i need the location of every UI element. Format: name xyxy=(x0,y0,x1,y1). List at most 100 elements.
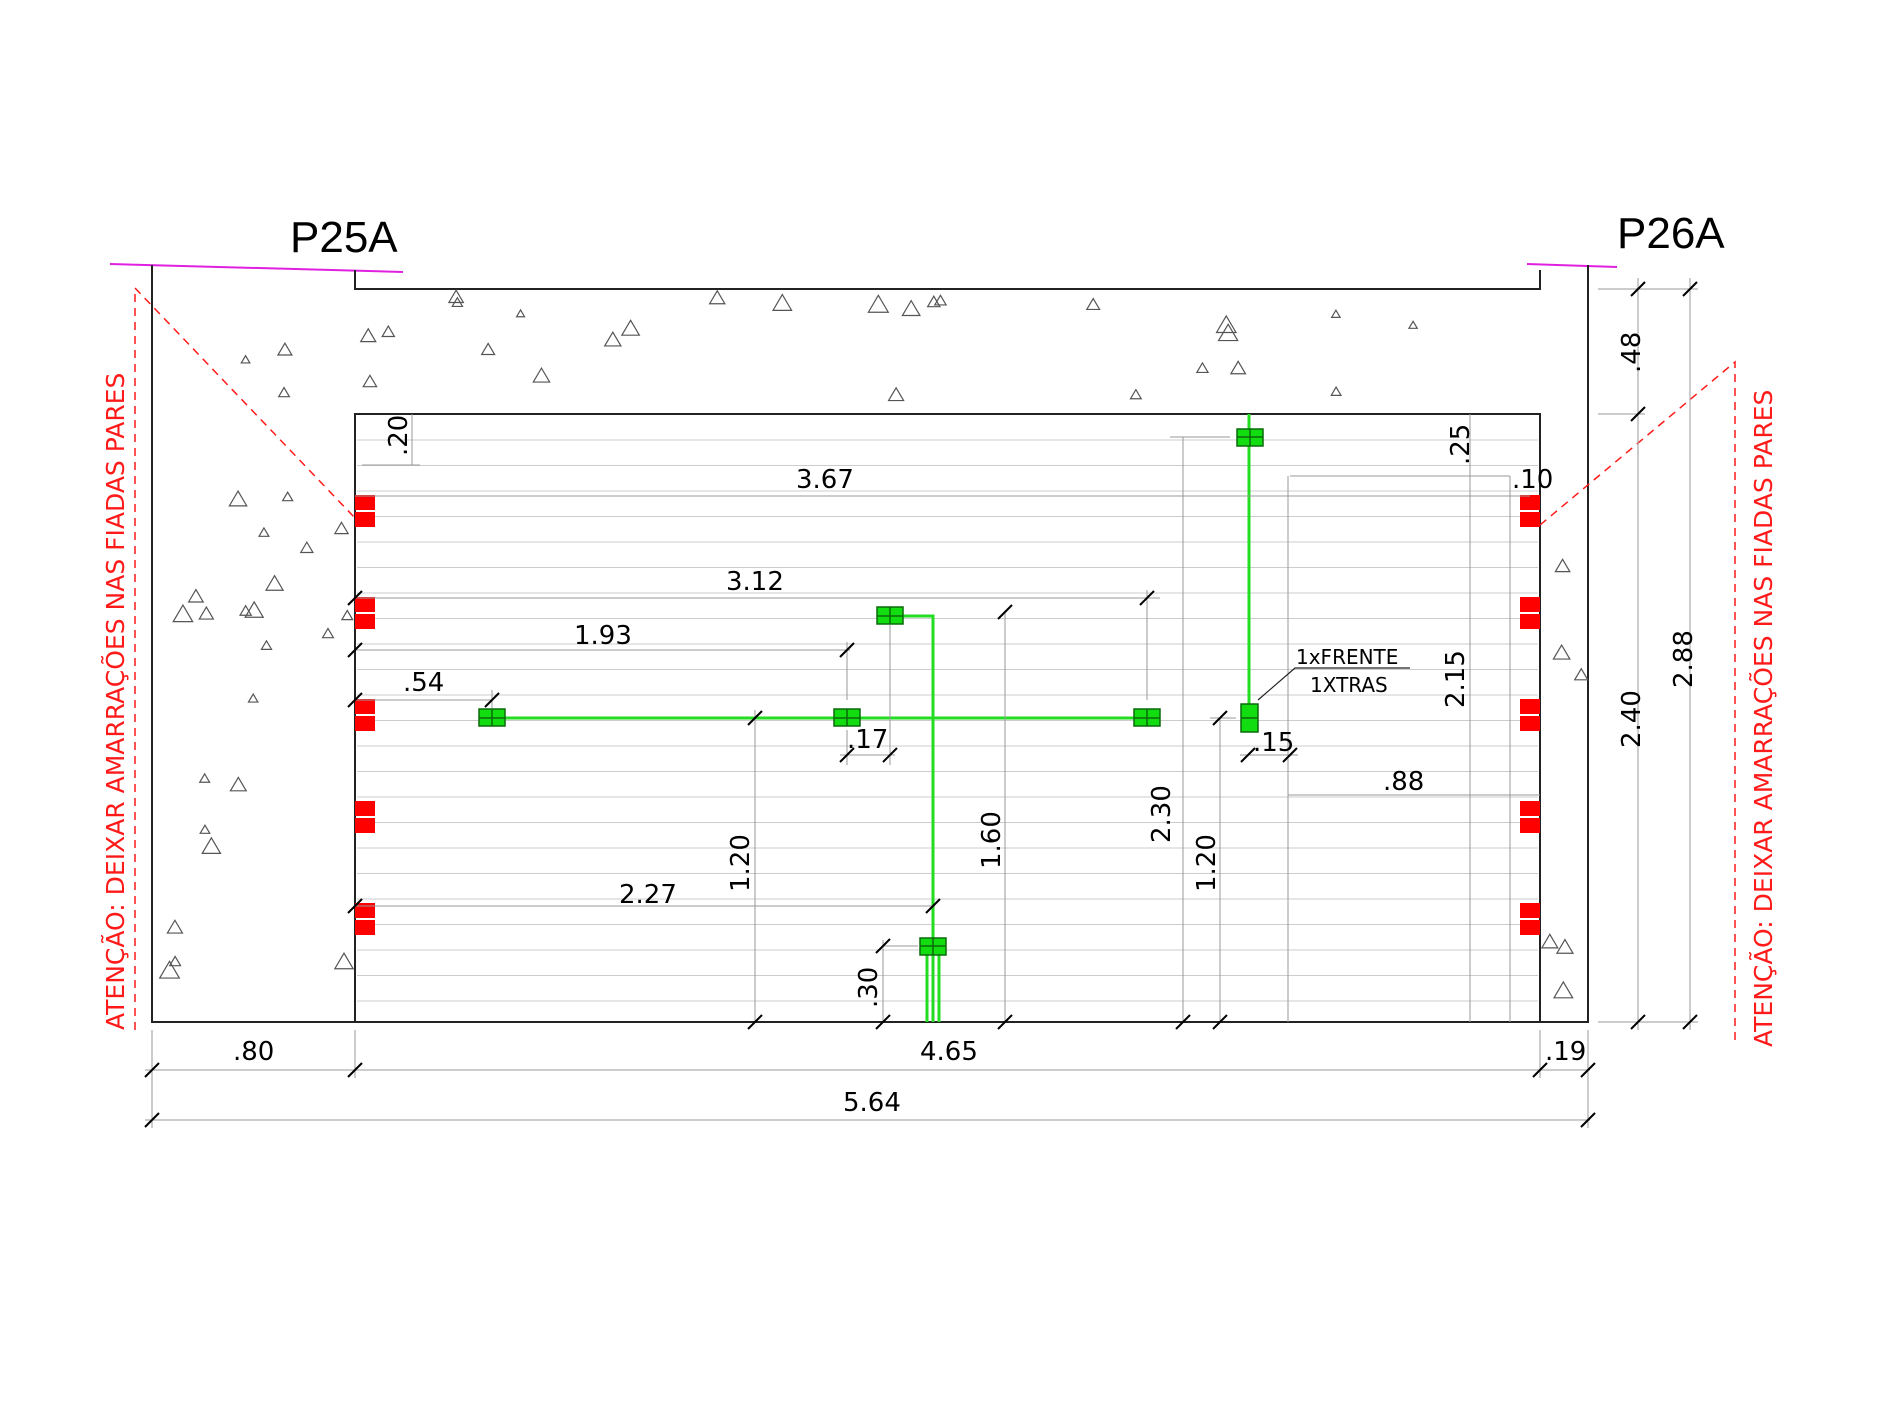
aggregate-mark xyxy=(515,308,526,318)
aggregate-mark xyxy=(1215,314,1238,334)
aggregate-mark xyxy=(229,776,248,792)
aggregate-mark xyxy=(277,386,291,398)
box-top-right xyxy=(1236,428,1264,447)
aggregate-mark xyxy=(1552,980,1574,999)
aggregate-mark xyxy=(603,330,622,347)
dim-right-inner-v: .25 xyxy=(1446,424,1476,465)
concrete-aggregate-pattern xyxy=(158,289,1589,999)
aggregate-mark xyxy=(1129,388,1143,400)
electrical-boxes xyxy=(478,428,1264,956)
tie-mark xyxy=(355,716,375,731)
aggregate-mark xyxy=(333,951,355,970)
aggregate-mark xyxy=(198,605,215,620)
dim-right-edge: .10 xyxy=(1512,465,1553,495)
note-leaders xyxy=(134,286,1736,1040)
aggregate-mark xyxy=(1330,308,1342,318)
pillar-line-right xyxy=(1526,263,1618,268)
tie-mark xyxy=(1520,818,1540,833)
aggregate-mark xyxy=(1540,933,1559,949)
callout-leader xyxy=(1257,667,1410,701)
aggregate-mark xyxy=(620,319,641,336)
aggregate-mark xyxy=(1085,297,1101,311)
aggregate-mark xyxy=(1407,320,1419,329)
masonry-course-lines xyxy=(357,439,1538,1002)
dimension-labels: .80 4.65 .19 5.64 3.67 3.12 1.93 .54 .17… xyxy=(233,332,1699,1118)
note-right: ATENÇÃO: DEIXAR AMARRAÇÕES NAS FIADAS PA… xyxy=(1748,390,1778,1047)
tie-mark xyxy=(355,614,375,629)
pillar-label-left: P25A xyxy=(290,213,398,262)
aggregate-mark xyxy=(1229,360,1247,375)
aggregate-mark xyxy=(771,293,793,311)
aggregate-mark xyxy=(362,374,378,388)
dim-1-20-left: 1.20 xyxy=(726,834,756,892)
aggregate-mark xyxy=(281,490,294,502)
aggregate-mark xyxy=(244,600,265,618)
aggregate-mark xyxy=(158,960,181,979)
box-low xyxy=(919,937,947,956)
aggregate-mark xyxy=(480,342,496,356)
aggregate-mark xyxy=(198,772,211,783)
tie-mark xyxy=(1520,614,1540,629)
aggregate-mark xyxy=(1573,667,1589,681)
dim-2-27: 2.27 xyxy=(619,880,677,910)
dim-0-30: .30 xyxy=(854,967,884,1008)
tie-mark xyxy=(1520,801,1540,816)
tie-mark xyxy=(355,920,375,935)
aggregate-mark xyxy=(260,639,273,650)
aggregate-mark xyxy=(333,521,350,535)
aggregate-mark xyxy=(264,574,285,591)
tie-mark xyxy=(1520,920,1540,935)
aggregate-mark xyxy=(257,526,270,537)
aggregate-mark xyxy=(321,627,335,639)
tie-mark xyxy=(1520,512,1540,527)
tie-mark xyxy=(355,801,375,816)
tie-marks xyxy=(355,495,1540,935)
dim-right-top-v: .48 xyxy=(1617,332,1647,373)
aggregate-mark xyxy=(1554,558,1571,573)
dim-2-15: 2.15 xyxy=(1441,650,1471,708)
dim-0-54: .54 xyxy=(403,668,444,698)
tie-mark xyxy=(1520,699,1540,714)
dim-2-40: 2.40 xyxy=(1617,690,1647,748)
tie-mark xyxy=(355,818,375,833)
aggregate-mark xyxy=(172,603,194,623)
pillar-label-right: P26A xyxy=(1617,209,1725,258)
aggregate-mark xyxy=(187,588,205,603)
aggregate-mark xyxy=(276,341,293,356)
tie-mark xyxy=(1520,597,1540,612)
aggregate-mark xyxy=(168,955,182,967)
dim-0-15: .15 xyxy=(1253,728,1294,758)
dim-3-12: 3.12 xyxy=(726,567,784,597)
box-frente-tras xyxy=(1240,703,1259,733)
callout-line2: 1XTRAS xyxy=(1310,673,1388,697)
aggregate-mark xyxy=(1330,385,1343,396)
dim-1-20-right: 1.20 xyxy=(1192,834,1222,892)
dim-bottom-mid: 4.65 xyxy=(920,1037,978,1067)
aggregate-mark xyxy=(228,489,248,507)
aggregate-mark xyxy=(166,919,184,934)
tie-mark xyxy=(1520,716,1540,731)
aggregate-mark xyxy=(381,324,396,338)
aggregate-mark xyxy=(1195,361,1210,374)
aggregate-mark xyxy=(240,354,251,364)
tie-mark xyxy=(355,699,375,714)
aggregate-mark xyxy=(201,836,222,854)
aggregate-mark xyxy=(867,294,890,313)
callout-line1: 1xFRENTE xyxy=(1296,645,1398,669)
dim-3-67: 3.67 xyxy=(796,465,854,495)
aggregate-mark xyxy=(887,386,905,402)
aggregate-mark xyxy=(901,299,921,317)
pillar-line-left xyxy=(109,263,404,273)
electrical-conduits xyxy=(492,414,1251,1022)
aggregate-mark xyxy=(359,327,377,343)
tie-mark xyxy=(355,597,375,612)
dim-0-17: .17 xyxy=(847,725,888,755)
box-193 xyxy=(833,708,861,727)
dim-bottom-right: .19 xyxy=(1545,1037,1586,1067)
aggregate-mark xyxy=(340,609,354,621)
aggregate-mark xyxy=(247,692,259,703)
dim-2-30: 2.30 xyxy=(1147,785,1177,843)
aggregate-mark xyxy=(926,295,941,308)
tie-mark xyxy=(1520,495,1540,510)
